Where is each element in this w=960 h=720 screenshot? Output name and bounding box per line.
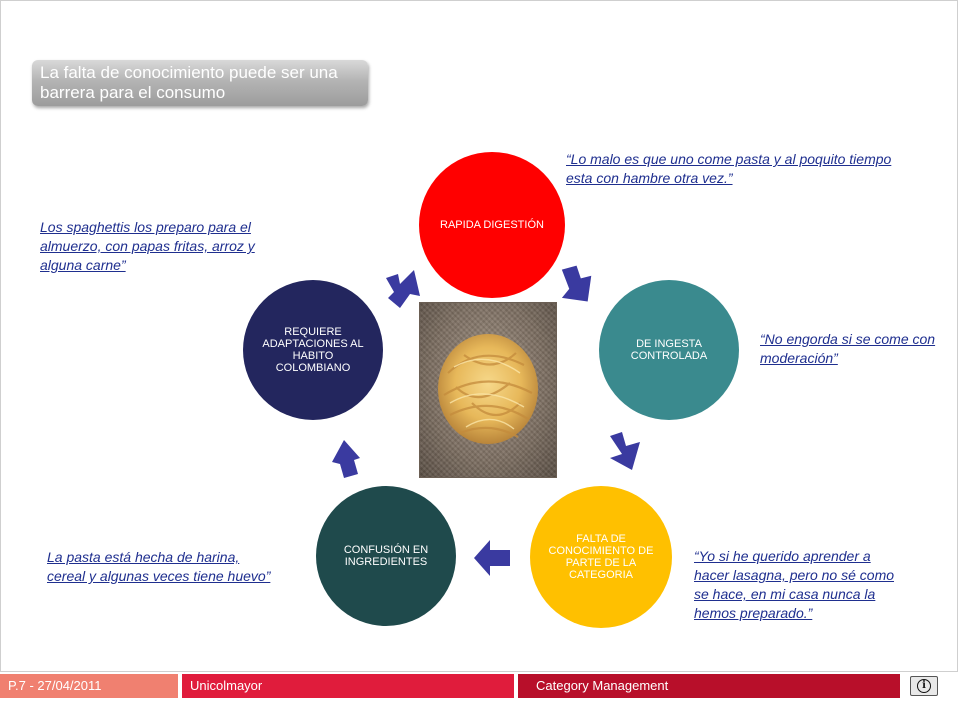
- arrow-left-icon: [474, 540, 510, 576]
- quote-right: “No engorda si se come con moderación”: [760, 331, 936, 366]
- quote-bottom-left: La pasta está hecha de harina, cereal y …: [47, 549, 271, 584]
- footer-bar: P.7 - 27/04/2011 Unicolmayor Category Ma…: [0, 674, 960, 698]
- node-rapida-digestion: RAPIDA DIGESTIÓN: [419, 152, 565, 298]
- node-ingesta-controlada: DE INGESTA CONTROLADA: [599, 280, 739, 420]
- quote-top-left: Los spaghettis los preparo para el almue…: [40, 219, 255, 273]
- node-confusion-ingredientes: CONFUSIÓN EN INGREDIENTES: [316, 486, 456, 626]
- slide-frame: [0, 0, 958, 672]
- pasta-nest-image: [419, 302, 557, 478]
- arrow-right-down-icon: [561, 265, 592, 302]
- node-falta-conocimiento: FALTA DE CONOCIMIENTO DE PARTE DE LA CAT…: [530, 486, 672, 628]
- slide-title: La falta de conocimiento puede ser una b…: [32, 60, 368, 106]
- arrow-down-right-icon: [610, 432, 640, 470]
- info-icon: i: [917, 679, 931, 693]
- quote-top-right: “Lo malo es que uno come pasta y al poqu…: [566, 151, 892, 186]
- arrow-up-left-icon: [332, 440, 360, 478]
- info-button[interactable]: i: [910, 676, 938, 696]
- footer-page-date: P.7 - 27/04/2011: [0, 674, 178, 698]
- quote-bottom-right: “Yo si he querido aprender a hacer lasag…: [694, 548, 895, 621]
- node-requiere-adaptaciones: REQUIERE ADAPTACIONES AL HABITO COLOMBIA…: [243, 280, 383, 420]
- arrow-up-right-icon: [386, 270, 420, 308]
- pasta-nest-icon: [438, 334, 538, 444]
- footer-org: Unicolmayor: [182, 674, 514, 698]
- footer-section: Category Management: [518, 674, 900, 698]
